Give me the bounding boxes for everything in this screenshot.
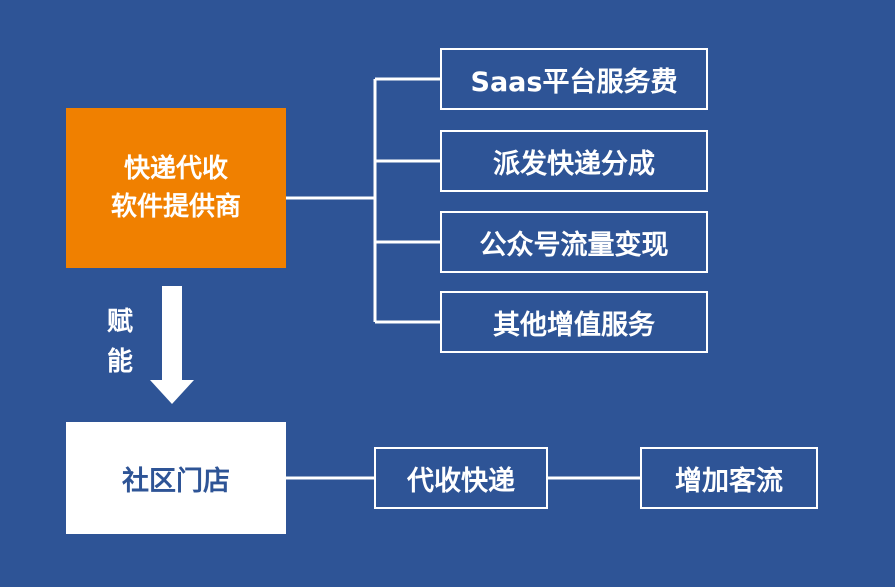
revenue-box-saas: Saas平台服务费 bbox=[440, 48, 708, 110]
store-box: 社区门店 bbox=[66, 422, 286, 534]
store-label: 社区门店 bbox=[122, 465, 230, 497]
empower-arrow bbox=[150, 286, 194, 404]
revenue-label: Saas平台服务费 bbox=[470, 66, 678, 98]
revenue-label: 其他增值服务 bbox=[493, 309, 655, 341]
empower-label: 赋 能 bbox=[100, 302, 140, 382]
service-box-parcel-collection: 代收快递 bbox=[374, 447, 548, 509]
service-label: 增加客流 bbox=[675, 465, 783, 497]
provider-label-line2: 软件提供商 bbox=[110, 192, 241, 222]
revenue-box-other: 其他增值服务 bbox=[440, 291, 708, 353]
revenue-box-traffic: 公众号流量变现 bbox=[440, 211, 708, 273]
revenue-label: 公众号流量变现 bbox=[479, 229, 669, 261]
service-box-more-traffic: 增加客流 bbox=[640, 447, 818, 509]
revenue-label: 派发快递分成 bbox=[493, 148, 655, 180]
revenue-box-delivery-share: 派发快递分成 bbox=[440, 130, 708, 192]
service-label: 代收快递 bbox=[407, 465, 515, 497]
empower-char-2: 能 bbox=[106, 347, 133, 377]
empower-char-1: 赋 bbox=[106, 307, 133, 337]
provider-box: 快递代收 软件提供商 bbox=[66, 108, 286, 268]
provider-label-line1: 快递代收 bbox=[123, 154, 228, 184]
